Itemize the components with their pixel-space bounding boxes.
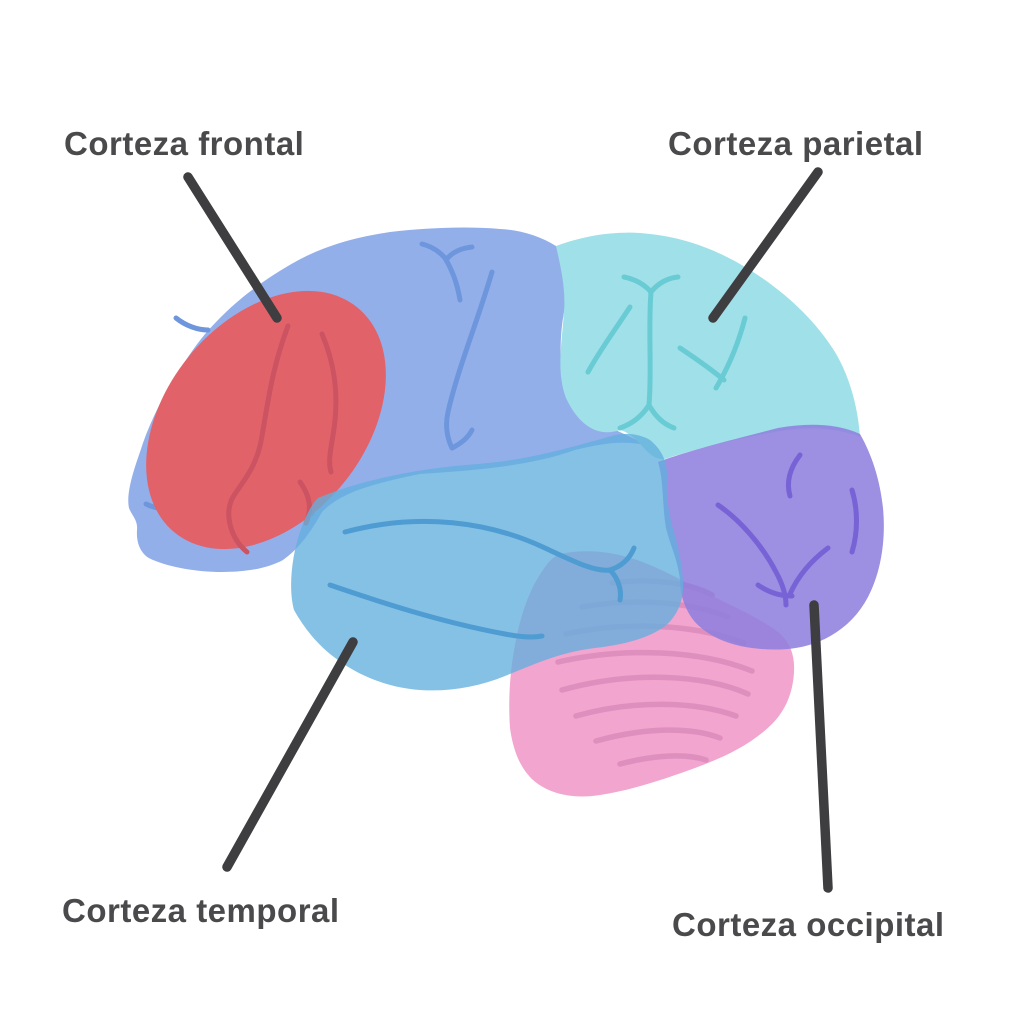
leader-lines [183,167,833,893]
occipital-sulci [715,452,859,608]
frontal-label: Corteza frontal [64,125,304,162]
occipital-lobe-region [658,424,884,650]
parietal-leader-line [708,167,823,323]
occipital-label: Corteza occipital [672,906,945,943]
temporal-lobe-region [291,433,684,691]
parietal-sulci [585,274,748,431]
parietal-lobe-region [556,232,860,460]
temporal-sulci [327,518,637,640]
temporal-leader-line [222,637,358,872]
temporal-label: Corteza temporal [62,892,340,929]
occipital-leader-line [809,600,833,893]
parietal-label: Corteza parietal [668,125,924,162]
frontal-leader-line [183,172,282,323]
